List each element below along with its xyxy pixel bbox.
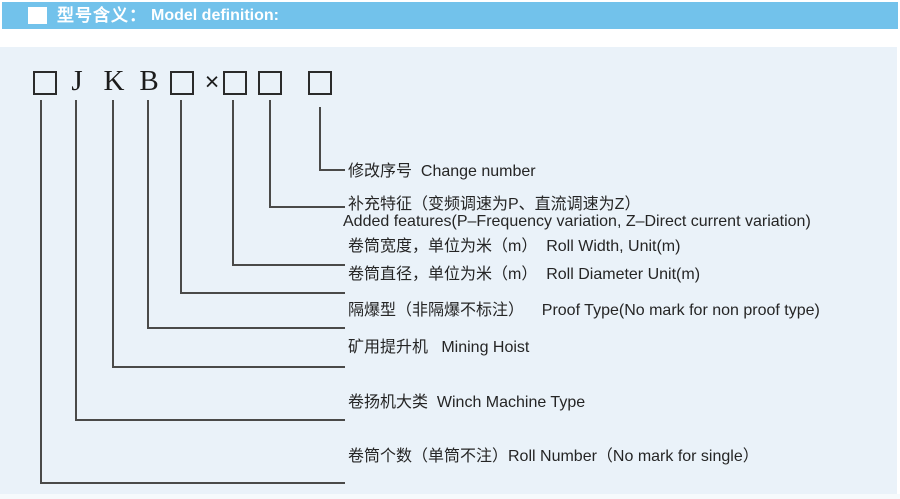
connector-proof-type [147,100,345,329]
label-roll-diameter: 卷筒直径，单位为米（m） Roll Diameter Unit(m) [348,266,701,283]
connector-roll-number [40,100,345,484]
model-code-letter-k: K [103,65,125,97]
connector-roll-width [232,100,345,266]
model-code-letter-b: B [139,65,159,97]
model-code-box-change-number [308,71,332,95]
connector-mining-hoist [112,100,345,368]
connector-change-number [319,107,345,171]
label-change-number: 修改序号 Change number [348,163,536,180]
white-square-icon [28,7,47,24]
multiply-sign: × [204,68,220,96]
label-added-features-en: Added features(P–Frequency variation, Z–… [343,213,811,230]
model-code-box-added-feature [258,71,282,95]
connector-roll-diameter [180,100,345,294]
section-title-en: Model definition: [151,7,279,24]
label-roll-width: 卷筒宽度，单位为米（m） Roll Width, Unit(m) [348,238,681,255]
model-code-box-roll-diameter [170,71,194,95]
connector-winch-type [75,100,345,421]
bottom-strip [0,494,900,499]
label-roll-number: 卷筒个数（单筒不注）Roll Number（No mark for single… [348,448,759,465]
model-code-letter-j: J [71,65,83,97]
connector-added-features [269,100,345,208]
model-code-box-roll-number [33,71,57,95]
label-added-features-zh: 补充特征（变频调速为P、直流调速为Z） [348,196,641,213]
label-proof-type: 隔爆型（非隔爆不标注） Proof Type(No mark for non p… [348,302,820,319]
label-winch-type: 卷扬机大类 Winch Machine Type [348,394,586,411]
model-code-box-roll-width [223,71,247,95]
section-title-zh: 型号含义： [57,6,147,25]
label-mining-hoist: 矿用提升机 Mining Hoist [348,339,530,356]
section-header-bar: 型号含义： Model definition: [2,2,898,29]
